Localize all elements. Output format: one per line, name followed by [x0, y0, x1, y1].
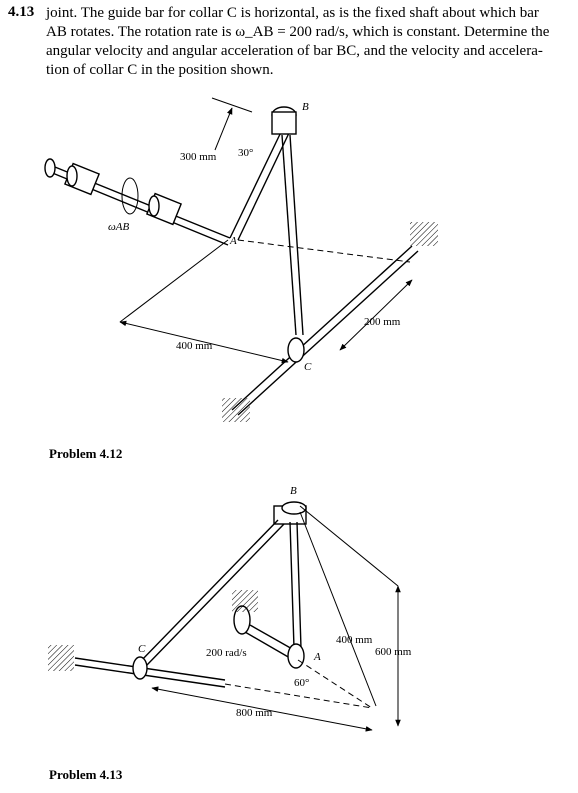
bearing-2 [145, 192, 183, 226]
fig1-angle-30: 30° [238, 147, 253, 159]
fig1-point-B: B [302, 101, 309, 113]
problem-line-2: AB rotates. The rotation rate is ω_AB = … [46, 24, 550, 40]
problem-line-3: angular velocity and angular acceleratio… [46, 43, 543, 59]
support-left-1 [222, 398, 250, 422]
fig1-point-C: C [304, 361, 312, 373]
problem-line-1: joint. The guide bar for collar C is hor… [46, 5, 539, 21]
support-right-1 [410, 222, 438, 246]
fig1-omega: ωAB [108, 221, 129, 233]
fig1-point-A: A [229, 235, 237, 247]
problem-number: 4.13 [8, 4, 35, 20]
fig1-caption: Problem 4.12 [49, 446, 123, 461]
fig1-dim-300: 300 mm [180, 151, 217, 163]
problem-body: joint. The guide bar for collar C is hor… [46, 4, 574, 80]
fig2-caption: Problem 4.13 [49, 767, 123, 782]
problem-line-4: tion of collar C in the position shown. [46, 62, 274, 78]
fig1-dim-400: 400 mm [176, 340, 213, 352]
fig1-dim-200: 200 mm [364, 316, 401, 328]
fig1-drawing [44, 97, 438, 422]
bearing-1 [63, 162, 101, 196]
